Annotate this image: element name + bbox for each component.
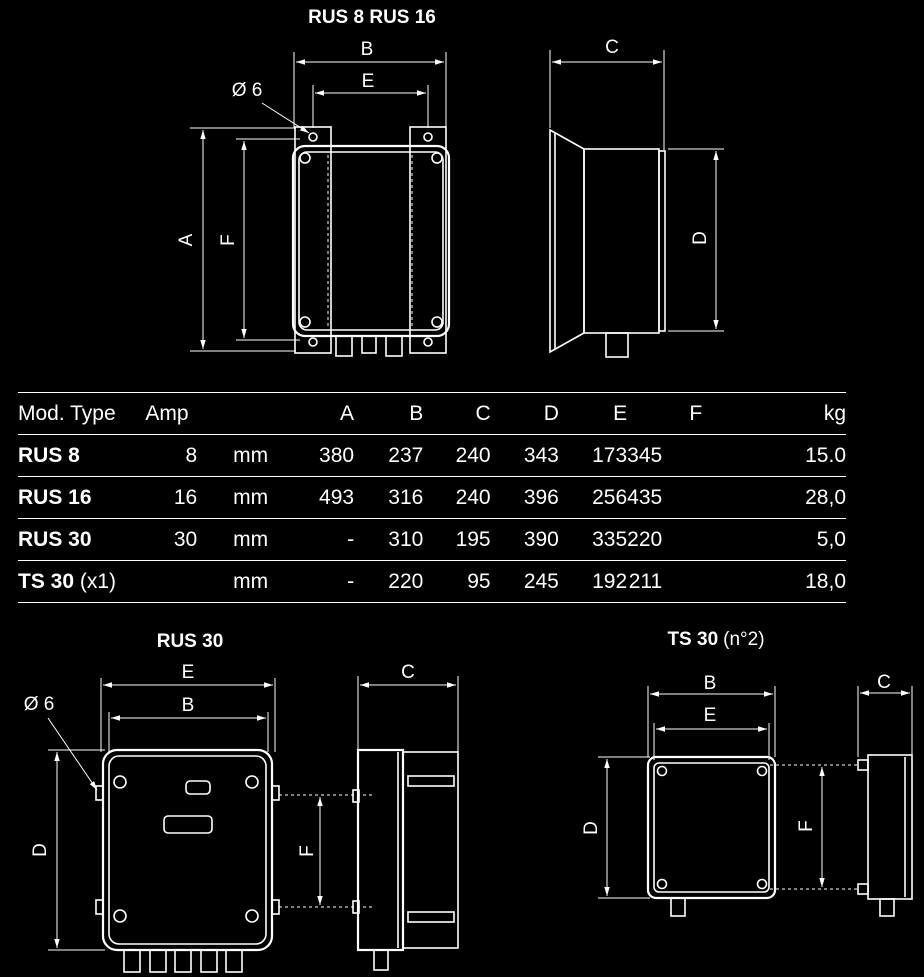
dim-label-b-rus30: B bbox=[182, 695, 195, 716]
row-kg: 18,0 bbox=[702, 560, 846, 603]
header-e: E bbox=[558, 392, 628, 435]
side-view-ts30 bbox=[857, 686, 913, 917]
table-row: RUS 8 8 mm 380 237 240 343 173 345 15.0 bbox=[18, 434, 846, 477]
row-d: 245 bbox=[490, 560, 559, 603]
row-b: 316 bbox=[354, 476, 424, 519]
row-d: 396 bbox=[490, 476, 559, 519]
row-e: 192 bbox=[558, 560, 628, 603]
row-e: 256 bbox=[558, 476, 628, 519]
dim-label-e-ts30: E bbox=[704, 705, 717, 726]
row-amp: 30 bbox=[145, 518, 198, 561]
table-header-row: Mod. Type Amp A B C D E F kg bbox=[18, 392, 846, 435]
row-model-suffix: (x1) bbox=[74, 569, 117, 593]
title-ts30-main: TS 30 bbox=[667, 629, 718, 650]
dim-label-d-rus30: D bbox=[30, 843, 51, 857]
row-c: 95 bbox=[423, 560, 491, 603]
side-view-rus30 bbox=[352, 676, 459, 971]
header-f: F bbox=[627, 392, 703, 435]
dim-label-f-ts30: F bbox=[796, 820, 817, 832]
row-b: 310 bbox=[354, 518, 424, 561]
header-b: B bbox=[354, 392, 424, 435]
row-model-name: RUS 16 bbox=[18, 485, 92, 509]
row-e: 173 bbox=[558, 434, 628, 477]
row-model: RUS 30 bbox=[18, 518, 146, 561]
row-a: 493 bbox=[286, 476, 355, 519]
dim-label-f-rus30: F bbox=[297, 845, 318, 857]
row-a: 380 bbox=[286, 434, 355, 477]
row-unit: mm bbox=[197, 518, 287, 561]
header-d: D bbox=[490, 392, 559, 435]
table-row: RUS 30 30 mm - 310 195 390 335 220 5,0 bbox=[18, 518, 846, 561]
row-b: 237 bbox=[354, 434, 424, 477]
row-model: TS 30 (x1) bbox=[18, 560, 146, 603]
row-c: 240 bbox=[423, 434, 491, 477]
dim-label-d-top: D bbox=[690, 231, 711, 245]
row-c: 240 bbox=[423, 476, 491, 519]
table-row: TS 30 (x1) mm - 220 95 245 192 211 18,0 bbox=[18, 560, 846, 603]
row-unit: mm bbox=[197, 434, 287, 477]
row-unit: mm bbox=[197, 560, 287, 603]
header-amp: Amp bbox=[145, 392, 198, 435]
row-kg: 5,0 bbox=[702, 518, 846, 561]
dim-label-f-top: F bbox=[218, 234, 239, 246]
header-unit bbox=[197, 392, 287, 435]
dim-label-e-top: E bbox=[362, 71, 375, 92]
row-d: 343 bbox=[490, 434, 559, 477]
row-f: 435 bbox=[627, 476, 703, 519]
row-kg: 15.0 bbox=[702, 434, 846, 477]
row-amp bbox=[145, 560, 198, 603]
dim-label-b-ts30: B bbox=[704, 673, 717, 694]
row-f: 211 bbox=[627, 560, 703, 603]
row-amp: 16 bbox=[145, 476, 198, 519]
row-model: RUS 16 bbox=[18, 476, 146, 519]
row-kg: 28,0 bbox=[702, 476, 846, 519]
front-view-rus8-rus16 bbox=[190, 52, 451, 357]
dim-label-e-rus30: E bbox=[182, 662, 195, 683]
row-a: - bbox=[286, 518, 355, 561]
row-f: 220 bbox=[627, 518, 703, 561]
front-view-ts30 bbox=[598, 686, 860, 917]
front-view-rus30 bbox=[47, 678, 372, 973]
row-model: RUS 8 bbox=[18, 434, 146, 477]
dim-label-hole-top: Ø 6 bbox=[232, 80, 263, 101]
dim-label-c-rus30: C bbox=[401, 662, 415, 683]
dim-label-c-ts30: C bbox=[877, 672, 891, 693]
row-amp: 8 bbox=[145, 434, 198, 477]
header-a: A bbox=[286, 392, 355, 435]
header-c: C bbox=[423, 392, 491, 435]
dimensions-table: Mod. Type Amp A B C D E F kg RUS 8 8 mm … bbox=[18, 392, 846, 603]
row-model-name: RUS 8 bbox=[18, 443, 80, 467]
side-view-rus8-rus16 bbox=[549, 50, 724, 358]
row-model-name: RUS 30 bbox=[18, 527, 92, 551]
title-ts30: TS 30(n°2) bbox=[667, 629, 764, 650]
header-kg: kg bbox=[702, 392, 846, 435]
row-b: 220 bbox=[354, 560, 424, 603]
row-model-name: TS 30 bbox=[18, 569, 75, 593]
row-d: 390 bbox=[490, 518, 559, 561]
header-mod-type: Mod. Type bbox=[18, 392, 146, 435]
row-a: - bbox=[286, 560, 355, 603]
row-c: 195 bbox=[423, 518, 491, 561]
dim-label-c-top: C bbox=[605, 37, 619, 58]
row-e: 335 bbox=[558, 518, 628, 561]
row-unit: mm bbox=[197, 476, 287, 519]
row-f: 345 bbox=[627, 434, 703, 477]
dim-label-hole-rus30: Ø 6 bbox=[24, 694, 55, 715]
title-rus8-rus16: RUS 8 RUS 16 bbox=[308, 7, 436, 28]
title-rus30: RUS 30 bbox=[157, 631, 224, 652]
dim-label-a-top: A bbox=[176, 233, 197, 246]
dim-label-d-ts30: D bbox=[581, 821, 602, 835]
title-ts30-suffix: (n°2) bbox=[723, 629, 764, 650]
dim-label-b-top: B bbox=[361, 39, 374, 60]
table-row: RUS 16 16 mm 493 316 240 396 256 435 28,… bbox=[18, 476, 846, 519]
